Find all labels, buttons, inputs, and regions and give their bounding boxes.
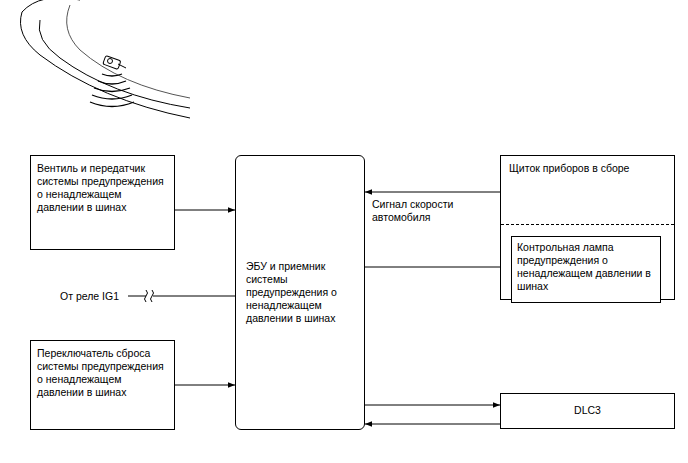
component-box: Переключатель сброса системы предупрежде… (30, 340, 175, 430)
sensor-valve (103, 56, 126, 70)
signal-label: От реле IG1 (58, 289, 121, 304)
signal-arrow (365, 405, 500, 406)
box-text: ЭБУ и приемник системы предупреждения о … (246, 260, 354, 326)
tire-top-edge (22, 0, 80, 12)
tire-illustration (20, 0, 190, 118)
signal-arrow (175, 210, 235, 211)
dashed-divider (501, 224, 674, 225)
component-box: Контрольная лампа предупреждения о ненад… (511, 236, 661, 303)
ig1-wire (128, 290, 235, 302)
wire (128, 296, 146, 297)
rim-arc (67, 5, 190, 98)
radio-waves (90, 74, 134, 107)
component-box: Вентиль и передатчик системы предупрежде… (30, 155, 175, 250)
component-box: DLC3 (500, 393, 675, 429)
tire-inner-arc (39, 20, 190, 108)
box-text: Щиток приборов в сборе (509, 162, 666, 175)
break-mark (145, 290, 148, 302)
component-box: Щиток приборов в сбореКонтрольная лампа … (500, 155, 675, 300)
signal-arrow (365, 267, 511, 268)
signal-arrow (175, 385, 235, 386)
wire (153, 296, 235, 297)
box-text: Переключатель сброса системы предупрежде… (37, 347, 168, 400)
signal-arrow (365, 424, 500, 425)
tire-outer-arc (20, 12, 190, 118)
ecu-box: ЭБУ и приемник системы предупреждения о … (235, 155, 365, 430)
edge-label: Сигнал скорости автомобиля (370, 197, 469, 225)
box-text: Вентиль и передатчик системы предупрежде… (37, 162, 168, 215)
box-text: Контрольная лампа предупреждения о ненад… (517, 241, 655, 294)
box-text: DLC3 (507, 404, 668, 417)
signal-arrow (365, 192, 500, 193)
